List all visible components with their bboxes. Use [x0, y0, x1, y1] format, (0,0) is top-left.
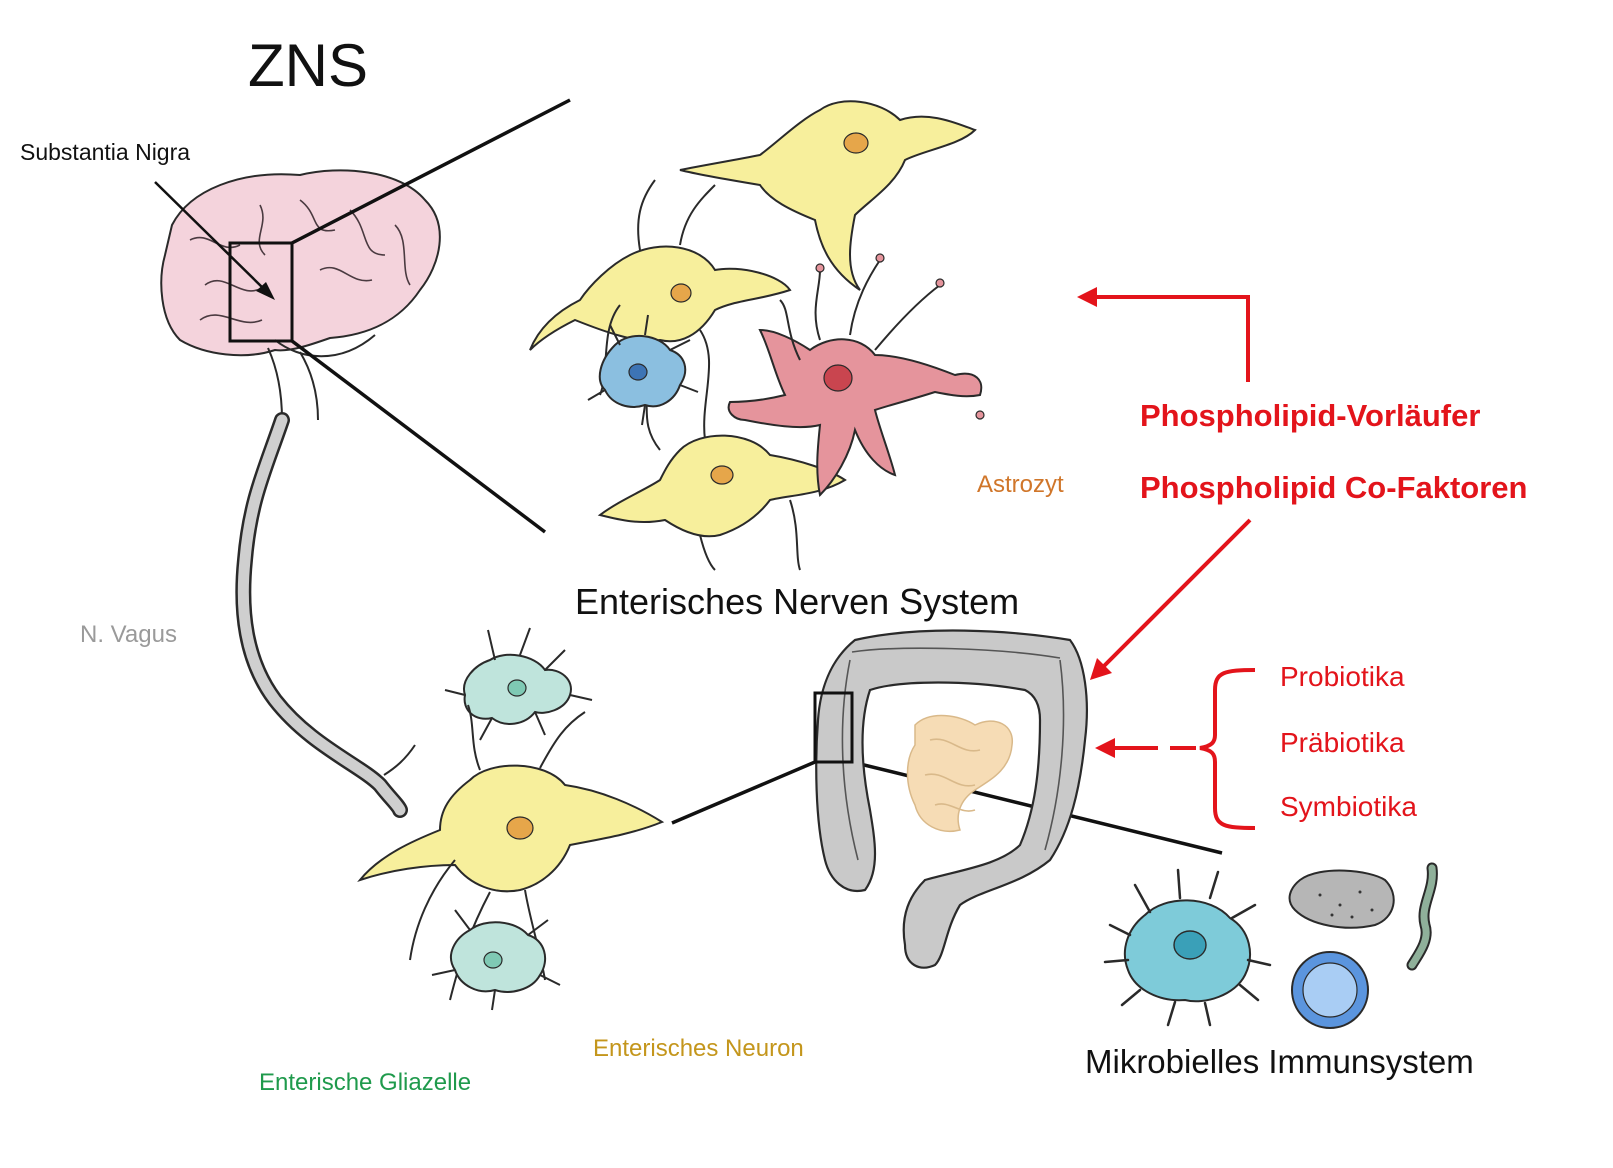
substantia-nigra-box — [228, 241, 294, 343]
mikrobielles-immunsystem-label: Mikrobielles Immunsystem — [1085, 1043, 1474, 1080]
enterische-gliazelle-label: Enterische Gliazelle — [259, 1069, 472, 1096]
ens-label: Enterisches Nerven System — [575, 581, 1020, 622]
vagus-nerve-icon — [235, 412, 416, 818]
phospholipid-arrows — [1077, 287, 1252, 680]
cns-cell-cluster-icon — [529, 100, 985, 571]
enteric-cell-cluster-icon — [357, 627, 665, 1011]
gut-zoom-box — [813, 691, 854, 764]
zoom-line — [291, 98, 571, 245]
probiotika-label: Probiotika — [1280, 661, 1405, 692]
substantia-nigra-label: Substantia Nigra — [20, 139, 191, 165]
page-title: ZNS — [248, 32, 368, 99]
biotics-brace — [1095, 668, 1256, 830]
phospholipid-vorlaeufer-label: Phospholipid-Vorläufer — [1140, 398, 1481, 433]
symbiotika-label: Symbiotika — [1280, 791, 1417, 822]
microbe-group-icon — [1103, 862, 1438, 1029]
astrozyt-label: Astrozyt — [977, 471, 1064, 498]
zoom-line — [671, 760, 816, 825]
vagus-label: N. Vagus — [80, 621, 177, 648]
zoom-line — [290, 339, 547, 534]
enterisches-neuron-label: Enterisches Neuron — [593, 1035, 804, 1062]
brain-icon — [160, 169, 441, 421]
phospholipid-cofaktoren-label: Phospholipid Co-Faktoren — [1140, 470, 1528, 505]
praebiotika-label: Präbiotika — [1280, 727, 1405, 758]
gut-icon — [815, 629, 1088, 969]
